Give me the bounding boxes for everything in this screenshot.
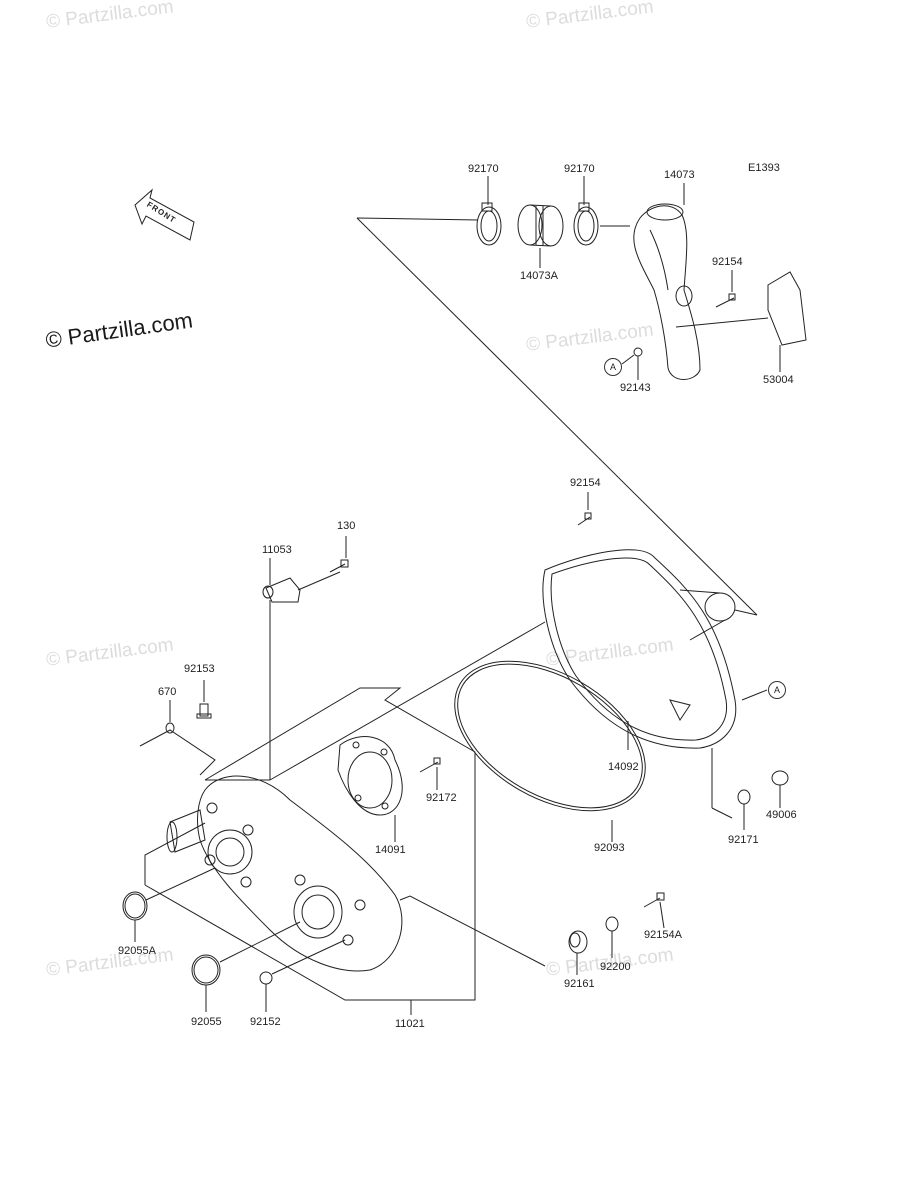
seal-92093 (454, 660, 646, 842)
part-label-11021[interactable]: 11021 (395, 1018, 425, 1030)
part-label-92172[interactable]: 92172 (426, 792, 457, 804)
bolt-92172 (419, 757, 441, 790)
air-duct-14073 (633, 203, 701, 380)
part-label-14091[interactable]: 14091 (375, 844, 406, 856)
part-label-92093[interactable]: 92093 (594, 842, 625, 854)
bolt-92154-top (715, 270, 736, 308)
part-label-92170[interactable]: 92170 (564, 163, 595, 175)
diagram-code: E1393 (748, 162, 780, 174)
washer-92200 (605, 916, 619, 958)
hose-clamp-92170-right (573, 202, 599, 246)
plug-92152 (259, 939, 346, 1012)
part-label-92055A[interactable]: 92055A (118, 945, 156, 957)
bolt-92154-mid (577, 492, 592, 526)
washer-92143 (621, 347, 643, 380)
grommet-92161 (399, 895, 588, 975)
bolt-130 (329, 536, 349, 573)
sticker-53004 (767, 271, 807, 372)
part-label-14073[interactable]: 14073 (664, 169, 695, 181)
hose-clamp-92170-left (476, 202, 502, 246)
part-label-14092[interactable]: 14092 (608, 761, 639, 773)
part-label-92055[interactable]: 92055 (191, 1016, 222, 1028)
bolt-92154A (643, 892, 665, 929)
part-label-11053[interactable]: 11053 (262, 544, 292, 556)
part-label-92154A[interactable]: 92154A (644, 929, 682, 941)
part-label-92170[interactable]: 92170 (468, 163, 499, 175)
part-label-92200[interactable]: 92200 (600, 961, 631, 973)
bolt-92153 (196, 680, 212, 719)
callout-marker-a: A (768, 681, 786, 699)
inner-cover-11021 (166, 775, 403, 972)
grommet-49006 (771, 770, 789, 808)
o-ring-92055 (191, 921, 301, 1012)
clip-92171 (737, 789, 751, 830)
callout-marker-a: A (604, 358, 622, 376)
bracket-11053 (262, 558, 341, 780)
part-label-92152[interactable]: 92152 (250, 1016, 281, 1028)
o-ring-92055A (122, 867, 216, 942)
part-label-53004[interactable]: 53004 (763, 374, 794, 386)
part-label-92153[interactable]: 92153 (184, 663, 215, 675)
part-label-14073A[interactable]: 14073A (520, 270, 558, 282)
front-arrow-icon (134, 188, 195, 241)
part-label-92154[interactable]: 92154 (570, 477, 601, 489)
part-label-92171[interactable]: 92171 (728, 834, 759, 846)
part-label-670[interactable]: 670 (158, 686, 177, 698)
part-label-92143[interactable]: 92143 (620, 382, 651, 394)
vent-plate-14091 (337, 736, 403, 842)
part-label-49006[interactable]: 49006 (766, 809, 797, 821)
washer-670 (139, 700, 216, 776)
part-label-92154[interactable]: 92154 (712, 256, 743, 268)
part-label-92161[interactable]: 92161 (564, 978, 595, 990)
outer-cover-14092 (542, 549, 768, 819)
part-label-130[interactable]: 130 (337, 520, 356, 532)
sleeve-14073A (517, 204, 564, 247)
